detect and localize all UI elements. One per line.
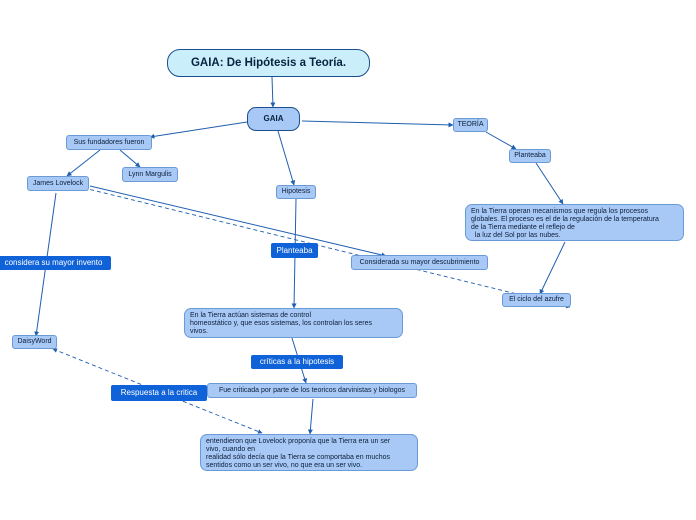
- node-planteaba-teoria[interactable]: Planteaba: [509, 149, 551, 163]
- teoria-text-line: globales. El proceso es el de la regulac…: [471, 216, 659, 223]
- edge-teoriatext-azufre: [539, 241, 566, 295]
- edge-gaia-fundadores: [149, 121, 248, 139]
- edge-gaia-hipotesis: [277, 130, 296, 186]
- entendieron-text-line: sentidos como un ser vivo, no que era un…: [206, 462, 363, 469]
- tierra-text-line: homeostático y, que esos sistemas, los c…: [190, 320, 372, 327]
- node-teoria-text[interactable]: En la Tierra operan mecanismos que regul…: [465, 204, 684, 241]
- node-lovelock[interactable]: James Lovelock: [27, 176, 89, 191]
- node-descubrimiento[interactable]: Considerada su mayor descubrimiento: [351, 255, 488, 270]
- edge-teoria-planteaba: [485, 131, 517, 150]
- edge-gaia-teoria: [301, 120, 454, 128]
- node-respuesta[interactable]: Respuesta a la critica: [111, 385, 207, 401]
- edge-title-gaia: [270, 76, 276, 108]
- tierra-text-line: vivos.: [190, 328, 208, 335]
- teoria-text-line: de la Tierra mediante el reflejo de: [471, 224, 575, 231]
- edge-criticada-entendieron: [307, 398, 314, 435]
- teoria-text-line: En la Tierra operan mecanismos que regul…: [471, 208, 649, 215]
- edge-lovelock-descubrimiento: [89, 185, 387, 258]
- edge-planteaba-teoriatext: [535, 162, 564, 205]
- tierra-text-line: En la Tierra actúan sistemas de control: [190, 312, 312, 319]
- edge-azufre-lovelock-dashed: [83, 186, 571, 309]
- node-tierra-text[interactable]: En la Tierra actúan sistemas de control …: [184, 308, 403, 338]
- node-criticada[interactable]: Fue criticada por parte de los teoricos …: [207, 383, 417, 398]
- node-planteaba-hipotesis[interactable]: Planteaba: [271, 243, 318, 258]
- teoria-text-line: la luz del Sol por las nubes.: [471, 232, 561, 239]
- node-teoria[interactable]: TEORÍA: [453, 118, 488, 132]
- node-daisyworld[interactable]: DaisyWord: [12, 335, 57, 349]
- node-criticas[interactable]: críticas a la hipotesis: [251, 355, 343, 369]
- edge-fundadores-lovelock: [66, 149, 101, 177]
- node-gaia[interactable]: GAIA: [247, 107, 300, 131]
- entendieron-text-line: entendieron que Lovelock proponía que la…: [206, 438, 391, 445]
- edge-fundadores-margulis: [119, 149, 141, 168]
- entendieron-text-line: vivo, cuando en: [206, 446, 256, 453]
- node-azufre[interactable]: El ciclo del azufre: [502, 293, 571, 307]
- entendieron-text-line: realidad sólo decía que la Tierra se com…: [206, 454, 391, 461]
- node-margulis[interactable]: Lynn Margulis: [122, 167, 178, 182]
- node-entendieron-text[interactable]: entendieron que Lovelock proponía que la…: [200, 434, 418, 471]
- node-considera[interactable]: considera su mayor invento: [0, 256, 111, 270]
- node-hipotesis[interactable]: Hipotesis: [276, 185, 316, 199]
- map-title[interactable]: GAIA: De Hipótesis a Teoría.: [167, 49, 370, 77]
- node-fundadores[interactable]: Sus fundadores fueron: [66, 135, 152, 150]
